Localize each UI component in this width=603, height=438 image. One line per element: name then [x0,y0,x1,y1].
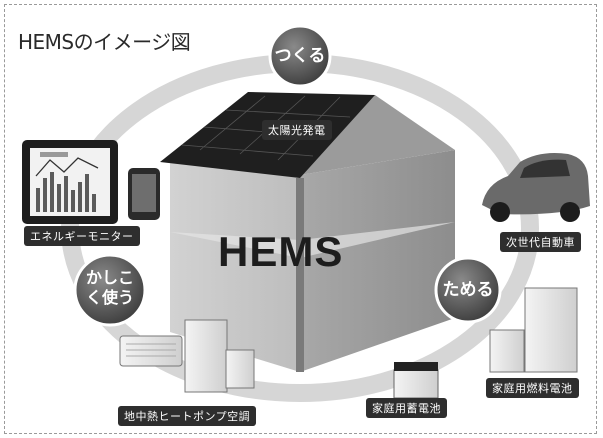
page-title: HEMSのイメージ図 [18,30,191,54]
house-gable [300,95,455,175]
solar-label: 太陽光発電 [262,120,332,140]
heat-pump-illustration [119,319,255,393]
monitor-illustration [22,140,160,224]
dashed-frame [4,4,597,434]
house-front-edge [296,178,304,372]
house-left-wall [170,160,300,372]
use-circle [73,253,147,327]
heat-pump-label: 地中熱ヒートポンプ空調 [118,406,257,426]
house-illustration [160,92,455,372]
create-circle [268,24,332,88]
store-circle [434,256,502,324]
hems-center-label: HEMS [218,228,344,275]
use-circle-text: かしこく使う [85,268,134,307]
create-circle-text: つくる [274,46,326,66]
house-floor-band [170,222,455,258]
battery-illustration [393,362,439,399]
car-label: 次世代自動車 [500,232,581,252]
car-illustration [482,153,590,222]
fuel-cell-label: 家庭用燃料電池 [486,378,579,398]
store-circle-text: ためる [442,280,494,300]
fuel-cell-illustration [489,287,578,373]
battery-label: 家庭用蓄電池 [366,398,447,418]
house-right-wall [300,150,455,372]
monitor-label: エネルギーモニター [24,226,140,246]
